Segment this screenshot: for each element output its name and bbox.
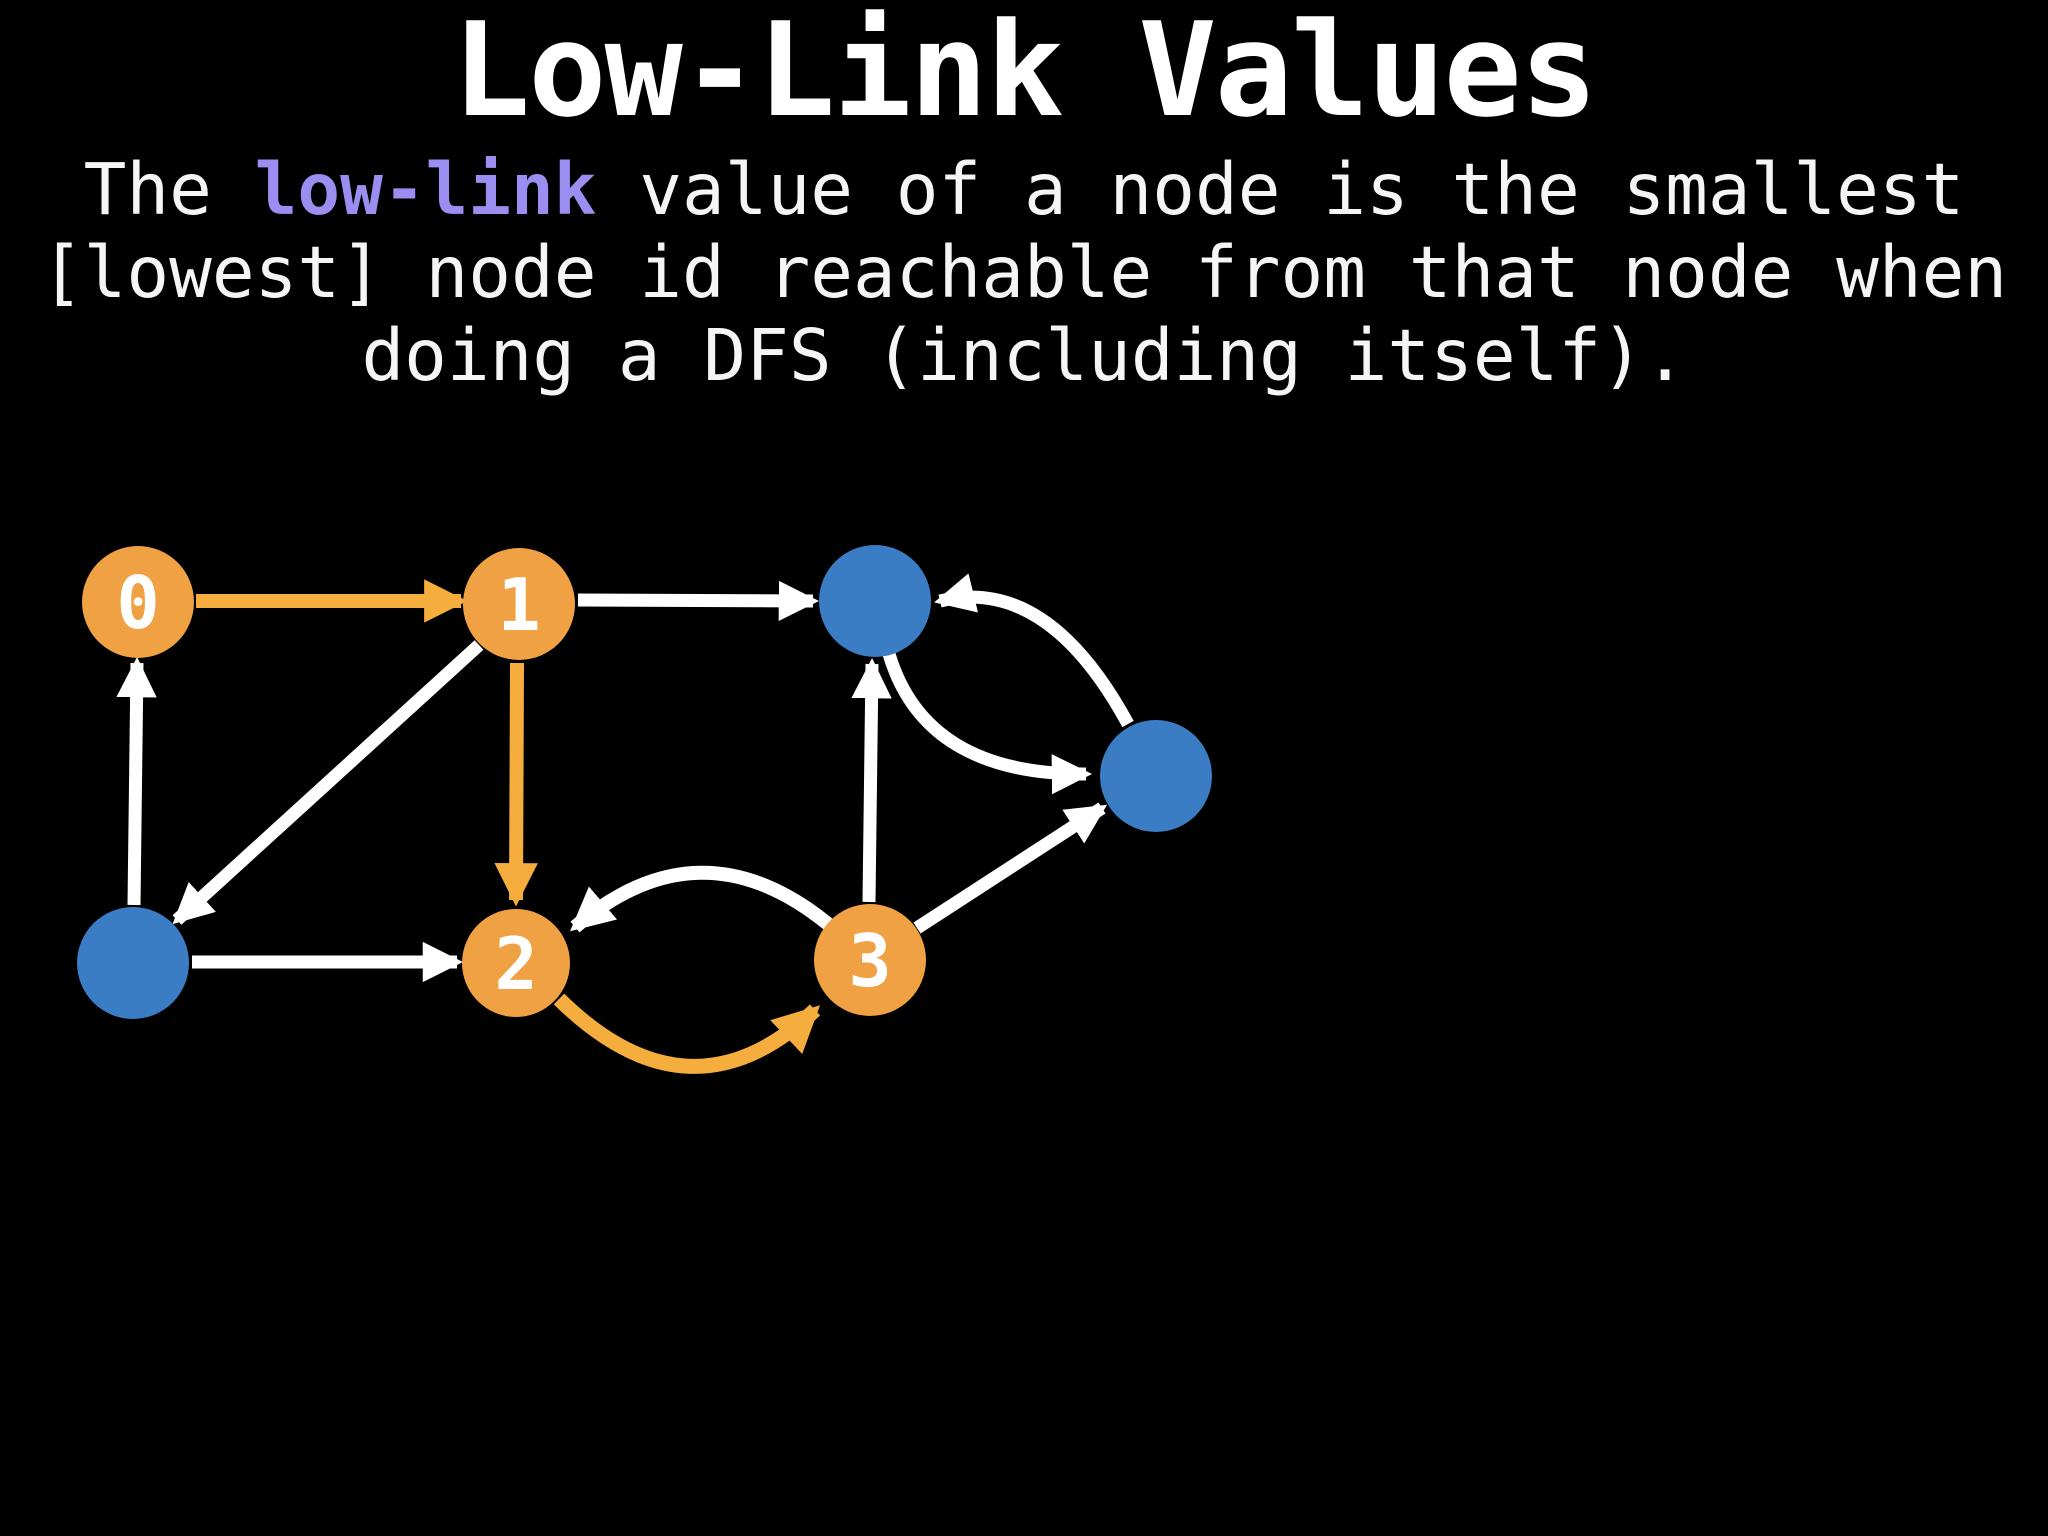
graph-node-b1 [819,545,931,657]
graph-node-1: 1 [463,548,575,660]
graph-node-label-1: 1 [497,563,540,647]
graph-node-2: 2 [462,909,570,1017]
graph-node-circle-b3 [77,907,189,1019]
graph-node-circle-1 [463,548,575,660]
graph-node-circle-3 [814,904,926,1016]
subtitle-highlight-low-link: low-link [254,148,597,231]
graph-edge-1-to-b1 [577,580,820,622]
graph-edge-3-to-2 [570,865,833,933]
graph-node-circle-2 [462,909,570,1017]
graph-edge-2-to-3 [553,993,821,1074]
graph-edges [116,573,1134,1074]
graph-node-b3 [77,907,189,1019]
graph-edge-b3-to-0 [116,656,157,906]
subtitle-line-3: doing a DFS (including itself). [361,314,1687,397]
subtitle-line-2: [lowest] node id reachable from that nod… [40,231,2008,314]
slide-subtitle: The low-link value of a node is the smal… [0,148,2048,397]
graph-node-circle-0 [82,546,194,658]
graph-node-0: 0 [82,546,194,658]
graph-node-label-0: 0 [116,561,159,645]
graph-nodes: 0 1 2 3 [77,545,1212,1019]
slide-title: Low-Link Values [452,0,1598,146]
graph-edge-3-to-b1 [851,657,892,903]
graph-node-label-2: 2 [494,922,537,1006]
graph-edge-1-to-b3 [172,640,484,925]
subtitle-text-pre: The [83,148,255,231]
graph-node-circle-b1 [819,545,931,657]
graph-edge-3-to-b2 [913,802,1108,934]
subtitle-line-1: The low-link value of a node is the smal… [0,148,2048,231]
graph-edge-1-to-2 [494,662,538,907]
graph-edge-b2-to-b1 [934,573,1134,728]
graph-edge-b1-to-b2 [882,652,1093,795]
graph-node-circle-b2 [1100,720,1212,832]
graph-node-3: 3 [814,904,926,1016]
graph-node-b2 [1100,720,1212,832]
subtitle-text-post: value of a node is the smallest [596,148,1965,231]
graph-node-label-3: 3 [848,919,891,1003]
